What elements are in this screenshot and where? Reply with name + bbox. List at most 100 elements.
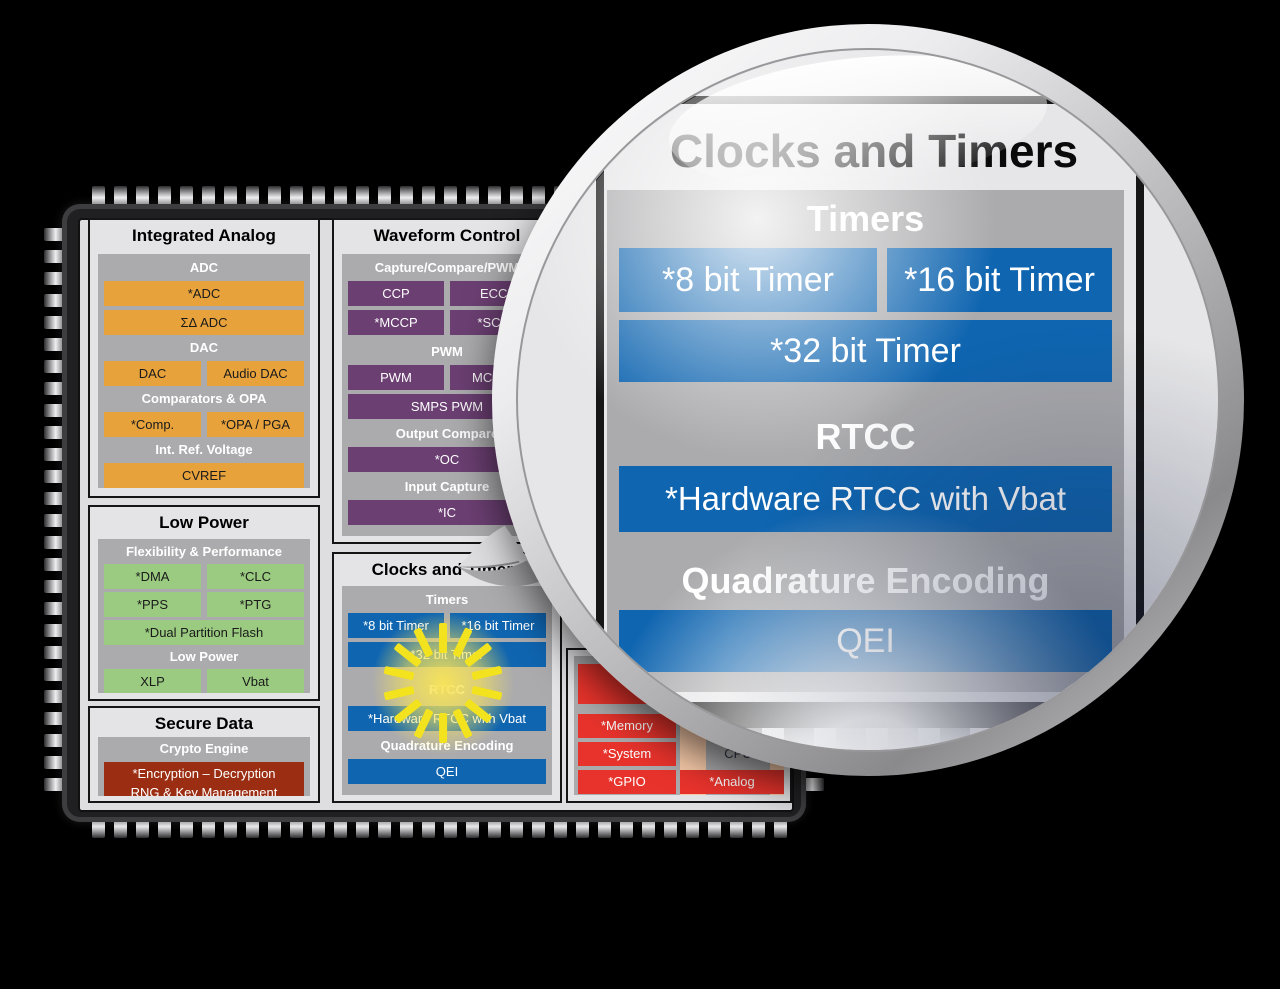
magnified-timers-header: Timers — [806, 198, 925, 239]
pin — [44, 580, 64, 593]
pin — [44, 228, 64, 241]
pin — [488, 818, 501, 838]
pin — [44, 536, 64, 549]
magnified-pin — [836, 728, 866, 750]
crypto-line2: RNG & Key Management — [130, 785, 278, 796]
analog-box: *Analog — [680, 770, 784, 794]
section-integrated-analog: Integrated Analog ADC *ADC ΣΔ ADC DAC DA… — [88, 218, 320, 498]
pin — [114, 818, 127, 838]
pin — [488, 186, 501, 206]
pin — [224, 186, 237, 206]
pin — [466, 818, 479, 838]
pin — [92, 818, 105, 838]
pin — [730, 818, 743, 838]
input-capture-header: Input Capture — [404, 479, 490, 494]
magnified-pins — [524, 728, 1218, 750]
pin — [92, 186, 105, 206]
pin — [44, 294, 64, 307]
integrated-analog-panel: ADC *ADC ΣΔ ADC DAC DAC Audio DAC Compar… — [98, 254, 310, 488]
magnified-pin — [1044, 728, 1074, 750]
pin — [268, 818, 281, 838]
magnified-rtcc-header: RTCC — [815, 416, 916, 457]
chip-pins-bottom — [92, 818, 787, 838]
section-title: Secure Data — [154, 714, 254, 733]
gpio-box: *GPIO — [578, 770, 676, 794]
pwm-box: PWM — [348, 365, 444, 390]
opa-pga-box: *OPA / PGA — [207, 412, 304, 437]
magnified-pin — [992, 728, 1022, 750]
ccp-box: CCP — [348, 281, 444, 306]
pin — [180, 186, 193, 206]
pin — [752, 818, 765, 838]
pin — [44, 250, 64, 263]
pin — [708, 818, 721, 838]
pin — [114, 186, 127, 206]
pin — [44, 448, 64, 461]
pin — [510, 186, 523, 206]
section-title: Low Power — [159, 513, 249, 532]
pin — [290, 818, 303, 838]
pin — [44, 382, 64, 395]
rtcc-highlight-starburst — [371, 611, 515, 755]
pin — [290, 186, 303, 206]
magnified-timer8-box: *8 bit Timer — [619, 248, 877, 312]
pin — [44, 646, 64, 659]
magnified-pin — [1148, 728, 1178, 750]
low-power-header: Low Power — [169, 649, 239, 664]
pin — [44, 272, 64, 285]
pin — [136, 186, 149, 206]
magnified-hardware-rtcc-box: *Hardware RTCC with Vbat — [619, 466, 1112, 532]
pin — [466, 186, 479, 206]
pin — [334, 818, 347, 838]
pps-box: *PPS — [104, 592, 201, 617]
pin — [44, 360, 64, 373]
comp-box: *Comp. — [104, 412, 201, 437]
magnified-pin — [1200, 728, 1218, 750]
pin — [444, 186, 457, 206]
pin — [312, 818, 325, 838]
ptg-box: *PTG — [207, 592, 304, 617]
section-low-power: Low Power Flexibility & Performance *DMA… — [88, 505, 320, 701]
pin — [44, 514, 64, 527]
pin — [804, 778, 824, 791]
dual-partition-flash-box: *Dual Partition Flash — [104, 620, 304, 645]
cvref-box: CVREF — [104, 463, 304, 488]
magnifier-lens: Clocks and Timers Timers *8 bit Timer *1… — [516, 48, 1220, 752]
tail-surface — [458, 525, 528, 567]
crypto-engine-header: Crypto Engine — [159, 741, 249, 756]
magnified-timer16-box: *16 bit Timer — [887, 248, 1112, 312]
vbat-box: Vbat — [207, 669, 304, 693]
pin — [44, 668, 64, 681]
pin — [532, 186, 545, 206]
comparators-header: Comparators & OPA — [141, 391, 267, 406]
timers-header: Timers — [425, 592, 469, 607]
magnified-section-right-border — [1136, 96, 1144, 728]
low-power-panel: Flexibility & Performance *DMA *CLC *PPS… — [98, 539, 310, 693]
magnified-pin — [680, 728, 710, 750]
adc-header: ADC — [189, 260, 219, 275]
pin — [400, 186, 413, 206]
magnified-panel: Timers *8 bit Timer *16 bit Timer *32 bi… — [607, 190, 1124, 692]
pin — [378, 186, 391, 206]
pin — [44, 712, 64, 725]
dac-box: DAC — [104, 361, 201, 386]
magnified-chip-edge — [518, 702, 1218, 728]
starburst-ray — [439, 623, 447, 653]
magnified-timer32-box: *32 bit Timer — [619, 320, 1112, 382]
output-compare-header: Output Compare — [395, 426, 499, 441]
magnified-pin — [784, 728, 814, 750]
flexibility-header: Flexibility & Performance — [125, 544, 283, 559]
pin — [202, 818, 215, 838]
pin — [44, 690, 64, 703]
pin — [44, 492, 64, 505]
pin — [44, 426, 64, 439]
pin — [44, 602, 64, 615]
pin — [158, 818, 171, 838]
pin — [44, 470, 64, 483]
pin — [44, 756, 64, 769]
pin — [202, 186, 215, 206]
pin — [510, 818, 523, 838]
pin — [620, 818, 633, 838]
pin — [44, 338, 64, 351]
secure-data-panel: Crypto Engine *Encryption – Decryption R… — [98, 737, 310, 796]
